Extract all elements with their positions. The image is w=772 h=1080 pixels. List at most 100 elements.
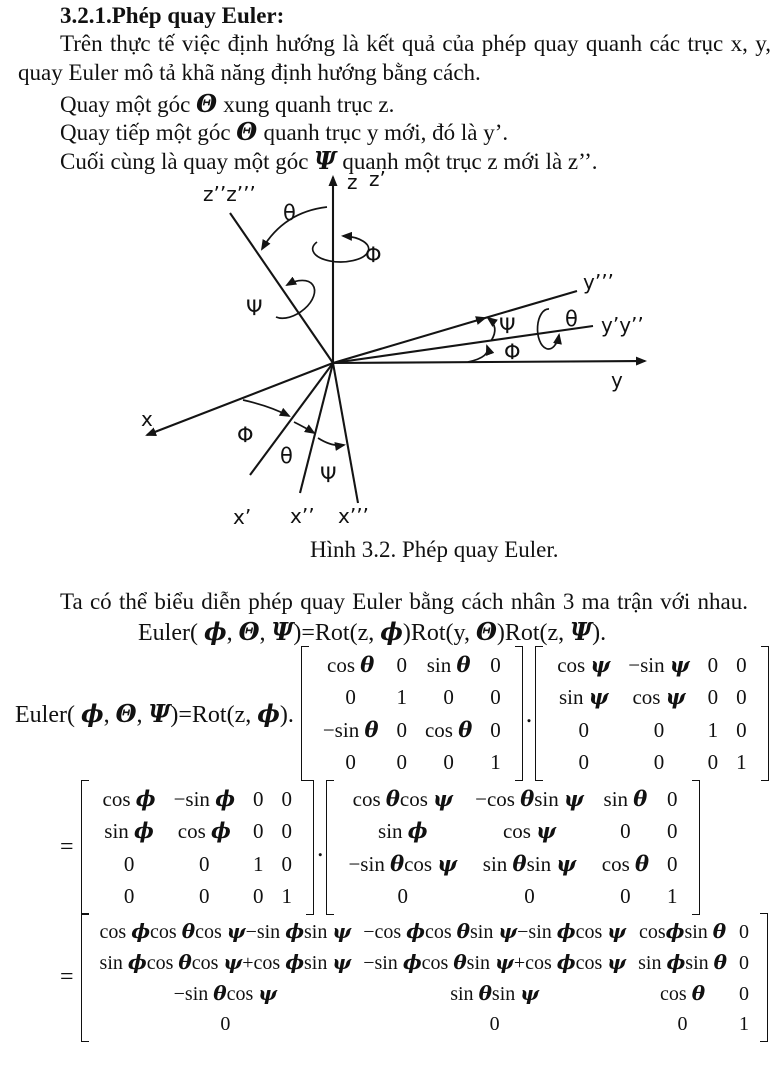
x2-axis-line — [298, 362, 335, 494]
matrix-cell: 0 — [707, 750, 719, 775]
equation-3-equals: = — [60, 964, 74, 990]
matrix-cell: sin ϕ — [378, 818, 428, 844]
step-text: quanh trục y mới, đó là y’. — [257, 120, 509, 145]
matrix-cell: 0 — [489, 1013, 500, 1035]
matrix-cell: cos θ — [601, 850, 650, 876]
phi-angle-arc-right — [467, 344, 495, 363]
matrix-cell: −sin θcos ψ — [173, 981, 278, 1005]
matrix-cell: 0 — [667, 851, 678, 876]
matrix-cell: 0 — [123, 851, 135, 876]
step-text: xung quanh trục z. — [217, 92, 395, 117]
matrix-cell: sin θsin ψ — [450, 981, 540, 1005]
matrix-cell: 0 — [653, 717, 665, 742]
matrix-cell: 1 — [252, 851, 264, 876]
matrix-cell: 0 — [397, 884, 409, 909]
matrix-cell: 0 — [252, 819, 264, 844]
phi-rotation-loop — [311, 231, 370, 263]
matrix-cell: sin ϕsin θ — [638, 950, 727, 974]
matrix-cell: cos θcos ψ — [352, 786, 453, 811]
euler-rotation-diagram: z z’ z’’z’’’ θ Φ Ψ y’’’ θ y’y’’ Ψ Φ y x … — [141, 167, 647, 529]
matrix-cell: 0 — [736, 717, 747, 742]
matrix-cell: 1 — [736, 750, 747, 775]
phi-right-label: Φ — [504, 340, 521, 364]
theta-angle-arc-top — [260, 206, 328, 251]
matrix-cell: 0 — [524, 884, 535, 909]
matrix-cell: sin ϕcos θcos ψ+cos ϕsin ψ — [99, 950, 352, 974]
matrix-cell: −sin ϕcos θsin ψ+cos ϕcos ψ — [363, 950, 627, 974]
matrix-cell: 1 — [738, 1013, 749, 1035]
theta-rotation-loop — [536, 308, 562, 350]
label-z-prime-axis: z’ — [369, 167, 386, 191]
matrix-cell: −sin ψ — [628, 652, 690, 677]
theta-symbol: Θ — [236, 117, 258, 146]
matrix-cell: 0 — [345, 750, 356, 775]
y-axis-line — [332, 356, 647, 366]
matrix-multiply-dot: . — [316, 832, 324, 862]
matrix-cell: −sin θ — [322, 716, 379, 742]
matrix-cell: sin θ — [426, 652, 471, 677]
theta-symbol: Θ — [196, 89, 218, 118]
matrix-cell: cos θ — [424, 716, 473, 742]
label-z-axis: z — [347, 170, 358, 194]
matrix-cell: 0 — [738, 920, 749, 943]
matrix-cell: cos θ — [327, 652, 375, 677]
psi-angle-arc-right — [486, 316, 498, 342]
matrix-cell: 0 — [736, 685, 747, 710]
matrix-cell: cos ψ — [557, 652, 611, 677]
matrix-cell: 0 — [252, 787, 264, 811]
matrix-cell: 0 — [578, 717, 590, 742]
rotation-step-2: Quay tiếp một góc Θ quanh trục y mới, đó… — [60, 117, 508, 146]
matrix-cell: 0 — [220, 1013, 231, 1035]
z2-z3-axis-line — [229, 212, 334, 364]
step-text: Quay tiếp một góc — [60, 120, 237, 145]
theta-bottom-label: θ — [280, 444, 293, 468]
matrix-cell: sin ϕ — [104, 818, 154, 844]
matrix-cell: 0 — [736, 653, 747, 677]
matrix-grid: cos ϕcos θcos ψ−sin ϕsin ψ−cos ϕcos θsin… — [94, 916, 755, 1039]
matrix-cell: 0 — [199, 851, 210, 876]
matrix-multiply-dot: . — [525, 698, 533, 728]
psi-symbol: Ψ — [314, 146, 337, 175]
matrix-cell: 0 — [443, 685, 454, 710]
x1-axis-line — [249, 362, 334, 476]
matrix-cell: 0 — [281, 851, 292, 876]
paragraph-line-2: quay Euler mô tả khã năng định hướng bằn… — [18, 60, 481, 85]
matrix-cell: 1 — [490, 750, 501, 775]
phi-angle-arc-bottom — [242, 399, 291, 417]
matrix-cell: 0 — [252, 884, 264, 909]
matrix-cell: 0 — [443, 750, 454, 775]
label-y1-y2-axis: y’y’’ — [601, 313, 644, 337]
matrix-cell: 1 — [707, 717, 719, 742]
label-x-axis: x — [141, 407, 153, 431]
matrix-cell: 0 — [199, 884, 210, 909]
matrix-cell: 0 — [620, 884, 631, 909]
x-axis-line — [145, 362, 334, 436]
y1-y2-axis-line — [332, 324, 594, 365]
euler-equation-intro: Euler( ϕ, Θ, Ψ)=Rot(z, ϕ)Rot(y, Θ)Rot(z,… — [138, 617, 607, 646]
psi-right-label: Ψ — [499, 314, 516, 338]
matrix-cell: sin ψ — [558, 684, 609, 710]
rotation-step-1: Quay một góc Θ xung quanh trục z. — [60, 89, 394, 118]
equation-1-lhs: Euler( ϕ, Θ, Ψ)=Rot(z, ϕ). — [15, 698, 294, 728]
matrix-cell: 0 — [396, 717, 407, 742]
rotation-step-3: Cuối cùng là quay một góc Ψ quanh một tr… — [60, 146, 598, 175]
matrix-cell: 0 — [396, 750, 407, 775]
label-y3-axis: y’’’ — [583, 270, 614, 294]
matrix-cell: 0 — [677, 1013, 688, 1035]
matrix-cell: 0 — [667, 787, 678, 811]
step-text: Quay một góc — [60, 92, 197, 117]
matrix-cell: cos θ — [660, 981, 706, 1005]
matrix-cell: −sin θcos ψ — [348, 850, 458, 876]
matrix-cell: 0 — [707, 653, 719, 677]
matrix-cell: cosϕsin θ — [638, 919, 727, 943]
final-euler-matrix: cos ϕcos θcos ψ−sin ϕsin ψ−cos ϕcos θsin… — [80, 913, 769, 1042]
equation-2-equals: = — [60, 834, 74, 861]
psi-rotation-loop — [275, 276, 316, 320]
matrix-cell: 1 — [281, 884, 292, 909]
matrix-cell: 0 — [123, 884, 135, 909]
matrix-cell: −cos ϕcos θsin ψ−sin ϕcos ψ — [363, 919, 627, 943]
